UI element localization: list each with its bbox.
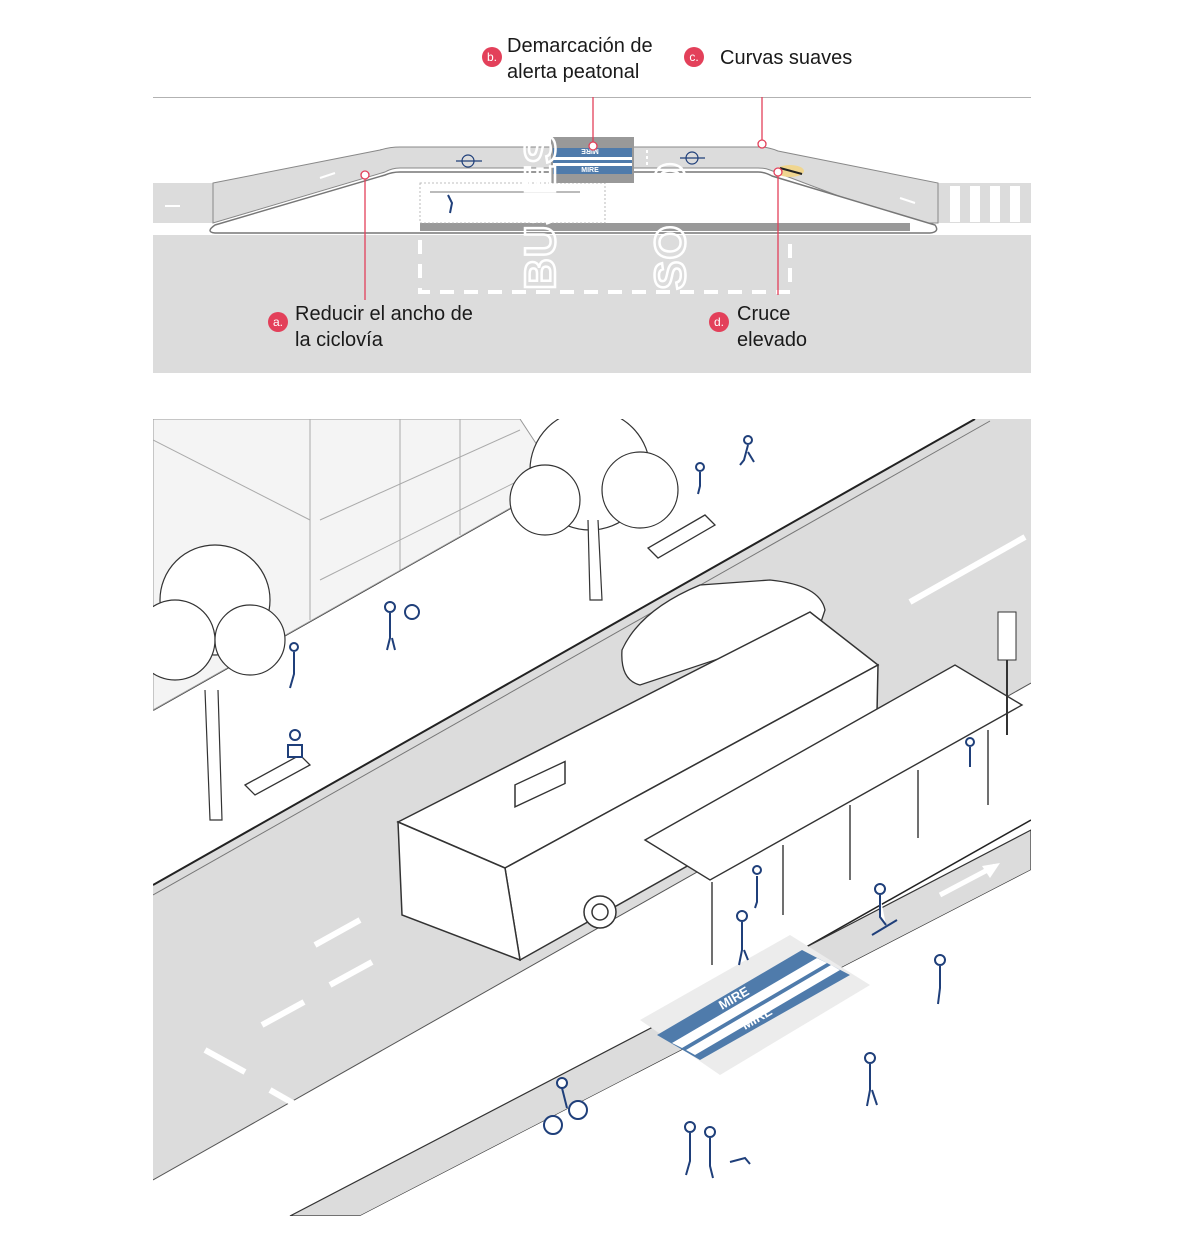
isometric-view: MIRE MIRE [153, 419, 1031, 1216]
crossing-marking [553, 148, 632, 174]
svg-text:a.: a. [273, 315, 283, 329]
bus-stop-island [209, 171, 938, 234]
lane-markings [203, 534, 1027, 1113]
svg-text:c.: c. [689, 50, 698, 64]
svg-text:b.: b. [487, 50, 497, 64]
callout-d: d. Cruce elevado [709, 303, 807, 351]
pedestrian-icon [447, 194, 454, 214]
svg-text:Curvas suaves: Curvas suaves [720, 47, 852, 69]
callout-leaders [360, 97, 783, 300]
direction-arrow-icon [165, 172, 916, 207]
callout-c: c. Curvas suaves [684, 47, 852, 69]
building-facade [153, 419, 521, 620]
callout-a: a. Reducir el ancho de la ciclovía [268, 303, 473, 351]
shelter-outline [419, 182, 606, 224]
svg-text:Demarcación de: Demarcación de [507, 35, 653, 57]
bus-shelter [643, 664, 1024, 965]
svg-text:Cruce: Cruce [737, 303, 790, 325]
bike-lane-left [153, 183, 213, 223]
crossing-text-top: MIRE [581, 147, 599, 154]
road-text-buses: BUSES [516, 133, 565, 290]
tree [153, 419, 679, 821]
pedestrian-icon [287, 435, 975, 1179]
svg-text:d.: d. [714, 315, 724, 329]
svg-text:alerta peatonal: alerta peatonal [507, 61, 639, 83]
curb-upper [153, 419, 976, 886]
plan-view: MIRE MIRE BUSES SOLO [153, 97, 1031, 373]
car [621, 579, 826, 686]
pedestrian-icon [779, 167, 803, 175]
callout-b: b. Demarcación de alerta peatonal [482, 35, 653, 83]
bus-zone-marking [418, 240, 792, 294]
bike-symbol-icon [456, 151, 705, 168]
crossing-text-bottom: MIRE [581, 167, 599, 174]
bench [243, 514, 717, 796]
bus-road [153, 235, 1031, 373]
crosswalk-right [950, 186, 1020, 222]
platform-edge [420, 223, 910, 231]
svg-text:Reducir el ancho de: Reducir el ancho de [295, 303, 473, 325]
bus [396, 611, 880, 962]
svg-text:la ciclovía: la ciclovía [295, 329, 384, 351]
bus-stop-sign [997, 611, 1017, 661]
svg-text:elevado: elevado [737, 329, 807, 351]
road-text-solo: SOLO [646, 161, 695, 290]
